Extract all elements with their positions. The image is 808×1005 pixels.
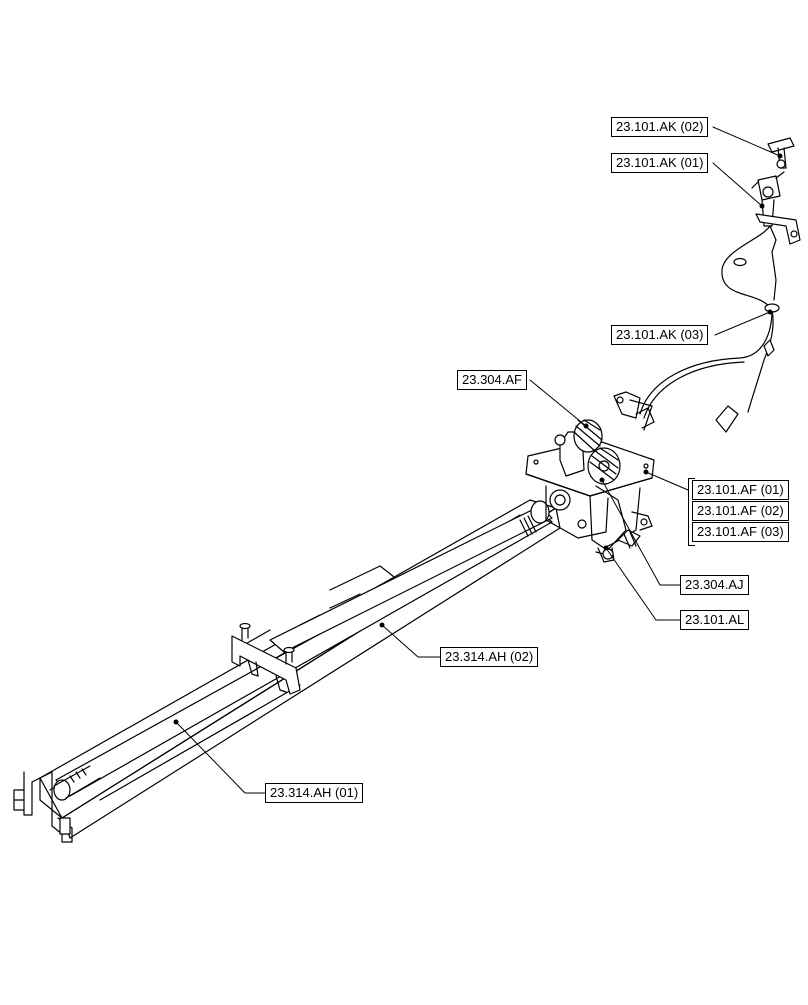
callout-23-101-af-01[interactable]: 23.101.AF (01)	[692, 480, 789, 500]
callout-23-304-af[interactable]: 23.304.AF	[457, 370, 527, 390]
shift-lever-assembly	[595, 391, 655, 563]
handle-lever-assembly	[751, 137, 801, 245]
callout-23-101-af-02[interactable]: 23.101.AF (02)	[692, 501, 789, 521]
callout-23-314-ah-02[interactable]: 23.314.AH (02)	[440, 647, 539, 667]
callout-23-304-aj[interactable]: 23.304.AJ	[680, 575, 749, 595]
end-bracket-left	[13, 771, 73, 843]
control-cable	[639, 225, 780, 433]
gear-set	[573, 419, 621, 485]
callout-23-101-ak-01[interactable]: 23.101.AK (01)	[611, 153, 709, 173]
callout-group-bracket	[688, 478, 695, 546]
callout-23-101-al[interactable]: 23.101.AL	[680, 610, 750, 630]
callout-23-101-ak-03[interactable]: 23.101.AK (03)	[611, 325, 709, 345]
upper-shaft	[269, 500, 553, 653]
callout-23-101-af-03[interactable]: 23.101.AF (03)	[692, 522, 789, 542]
callout-23-101-ak-02[interactable]: 23.101.AK (02)	[611, 117, 709, 137]
callout-23-314-ah-01[interactable]: 23.314.AH (01)	[265, 783, 364, 803]
mid-support-bracket	[231, 622, 301, 695]
leader-lines	[173, 126, 783, 794]
